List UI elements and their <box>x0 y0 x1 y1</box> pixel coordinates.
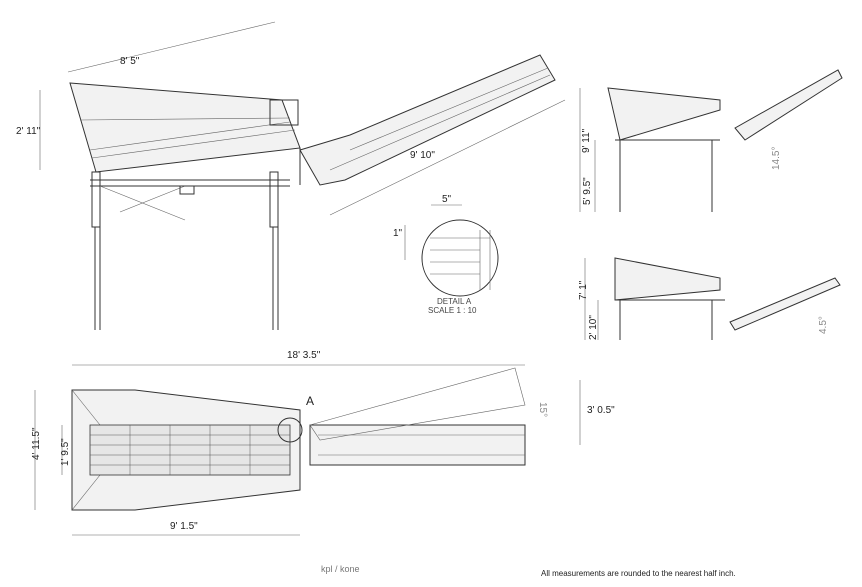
dim-conveyor-length: 9' 10" <box>410 150 435 161</box>
conveyor-plan <box>309 424 526 466</box>
dim-top-overall-height: 9' 11" <box>581 128 592 153</box>
detail-circle <box>421 219 499 297</box>
side-view: 8' 5" 2' 11" 9' 10" <box>16 21 566 330</box>
motor-housing <box>269 99 299 126</box>
dim-top-frame-height: 5' 9.5" <box>582 177 593 205</box>
detail-title: DETAIL A <box>437 297 472 306</box>
measurement-note: All measurements are rounded to the near… <box>541 569 736 578</box>
dim-swing-angle: 15° <box>537 402 548 417</box>
author-label: kpl / kone <box>321 564 360 574</box>
hopper-elevation-low <box>614 257 721 301</box>
dim-mid-angle: 4.5° <box>818 316 829 334</box>
dim-grate-width: 1' 9.5" <box>60 438 71 466</box>
dim-detail-width: 5" <box>442 194 452 205</box>
right-mid-view: 7' 1" 2' 10" 4.5° <box>578 257 841 340</box>
plan-view: 18' 3.5" 4' 11.5" 1' 9.5" 9' 1.5" 3' 0.5… <box>31 350 615 536</box>
detail-a: 5" 1" DETAIL A SCALE 1 : 10 <box>393 194 499 315</box>
dim-plan-hopper-length: 9' 1.5" <box>170 521 198 532</box>
dim-overall-length: 18' 3.5" <box>287 350 321 361</box>
dim-mid-overall-height: 7' 1" <box>578 280 589 300</box>
hopper-elevation <box>607 87 721 141</box>
grate <box>89 424 291 476</box>
conveyor-side <box>299 54 556 186</box>
dim-hopper-length: 8' 5" <box>120 56 140 67</box>
dim-detail-spacing: 1" <box>393 228 403 239</box>
right-top-view: 9' 11" 5' 9.5" 14.5° <box>579 69 843 212</box>
dim-hopper-height: 2' 11" <box>16 126 41 137</box>
dim-mid-frame-height: 2' 10" <box>588 315 599 340</box>
dim-overall-width: 4' 11.5" <box>31 427 42 460</box>
detail-marker-a: A <box>306 394 314 408</box>
dim-top-angle: 14.5° <box>771 147 782 170</box>
detail-scale: SCALE 1 : 10 <box>428 306 477 315</box>
hopper-side <box>69 82 301 173</box>
dim-conveyor-offset: 3' 0.5" <box>587 405 615 416</box>
